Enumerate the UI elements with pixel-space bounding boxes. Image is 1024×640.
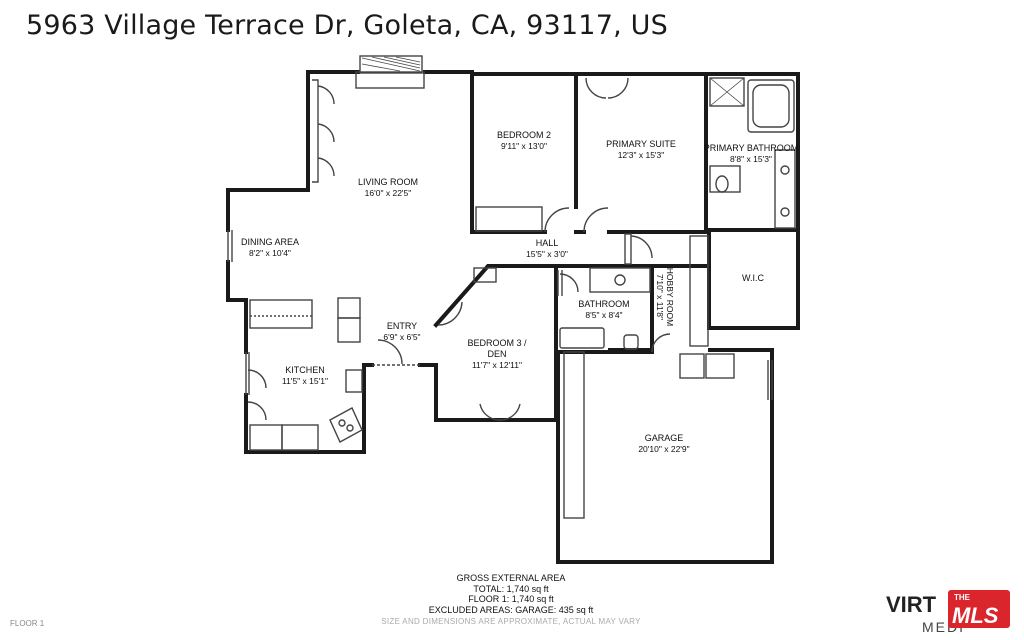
room-name: HALL xyxy=(535,238,559,248)
room-bedroom-2: BEDROOM 2 9'11" x 13'0" xyxy=(497,130,551,152)
room-bedroom-3-den: BEDROOM 3 / DEN 11'7" x 12'11" xyxy=(467,338,526,371)
room-name: ENTRY xyxy=(386,321,418,331)
room-name: W.I.C xyxy=(742,273,764,283)
room-hobby-room: HOBBY ROOM 7'10" x 11'8" xyxy=(655,262,675,332)
virtual-media-mls-logo: VIRT MEDI THE MLS xyxy=(886,590,1010,635)
room-kitchen: KITCHEN 11'5" x 15'1" xyxy=(282,365,328,387)
room-name: GARAGE xyxy=(644,433,684,443)
mls-badge-main: MLS xyxy=(952,603,999,628)
mls-badge-background xyxy=(948,590,1010,628)
room-hall: HALL 15'5" x 3'0" xyxy=(526,238,568,260)
room-primary-suite: PRIMARY SUITE 12'3" x 15'3" xyxy=(606,139,676,161)
room-dining-area: DINING AREA 8'2" x 10'4" xyxy=(241,237,299,259)
mls-badge: THE MLS xyxy=(948,590,1010,628)
floor-label: FLOOR 1 xyxy=(10,619,45,628)
area-summary: GROSS EXTERNAL AREA TOTAL: 1,740 sq ft F… xyxy=(429,573,594,615)
area-total: TOTAL: 1,740 sq ft xyxy=(473,583,549,594)
room-dimensions: 11'5" x 15'1" xyxy=(282,376,328,386)
logo-brand-left: VIRT xyxy=(886,592,937,617)
room-name: PRIMARY BATHROOM xyxy=(703,143,799,153)
size-disclaimer: SIZE AND DIMENSIONS ARE APPROXIMATE, ACT… xyxy=(381,617,641,626)
room-dimensions: 8'5" x 8'4" xyxy=(585,310,623,320)
room-dimensions: 12'3" x 15'3" xyxy=(617,150,665,160)
room-name: LIVING ROOM xyxy=(357,177,419,187)
area-heading: GROSS EXTERNAL AREA xyxy=(456,573,566,583)
room-wic: W.I.C xyxy=(742,273,764,284)
area-excluded: EXCLUDED AREAS: GARAGE: 435 sq ft xyxy=(428,604,594,615)
room-primary-bathroom: PRIMARY BATHROOM 8'8" x 15'3" xyxy=(704,143,799,165)
room-dimensions: 9'11" x 13'0" xyxy=(500,141,547,151)
mls-badge-top: THE xyxy=(954,593,971,602)
room-dimensions: 7'10" x 11'8" xyxy=(655,274,665,320)
room-dimensions: 16'0" x 22'5" xyxy=(364,188,412,198)
room-entry: ENTRY 6'9" x 6'5" xyxy=(383,321,420,343)
room-name: BEDROOM 2 xyxy=(496,130,552,140)
room-name: PRIMARY SUITE xyxy=(606,139,676,149)
room-dimensions: 11'7" x 12'11" xyxy=(471,360,523,370)
room-living-room: LIVING ROOM 16'0" x 22'5" xyxy=(358,177,418,199)
area-floor-1: FLOOR 1: 1,740 sq ft xyxy=(468,594,554,604)
room-name: HOBBY ROOM xyxy=(665,267,675,327)
room-dimensions: 20'10" x 22'9" xyxy=(638,444,690,454)
room-garage: GARAGE 20'10" x 22'9" xyxy=(638,433,689,455)
room-dimensions: 6'9" x 6'5" xyxy=(383,332,421,342)
room-bathroom: BATHROOM 8'5" x 8'4" xyxy=(578,299,629,321)
room-name: KITCHEN xyxy=(285,365,325,375)
room-dimensions: 8'8" x 15'3" xyxy=(730,154,772,164)
property-address-title: 5963 Village Terrace Dr, Goleta, CA, 931… xyxy=(26,10,668,41)
room-dimensions: 8'2" x 10'4" xyxy=(249,248,291,258)
room-name: BATHROOM xyxy=(578,299,630,309)
room-name: BEDROOM 3 / DEN xyxy=(467,338,527,359)
room-name: DINING AREA xyxy=(240,237,300,247)
room-dimensions: 15'5" x 3'0" xyxy=(526,249,568,259)
